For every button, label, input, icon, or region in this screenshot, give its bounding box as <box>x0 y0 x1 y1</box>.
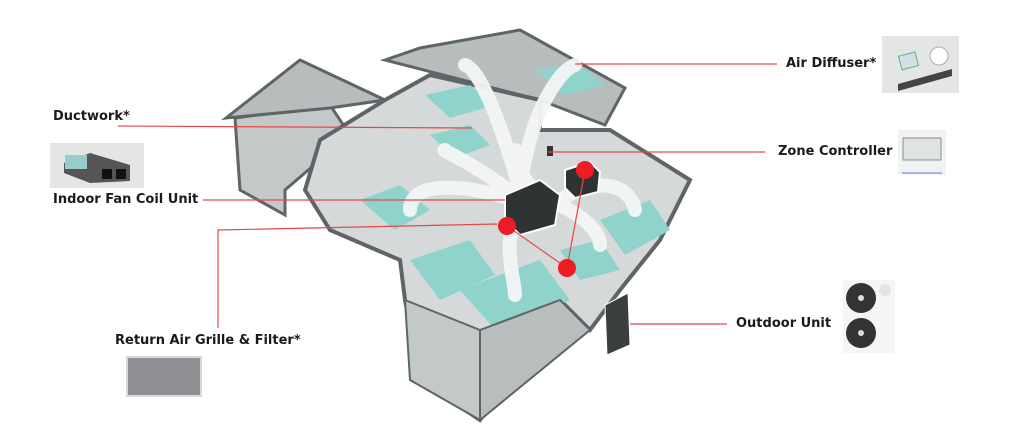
air-diffuser-image <box>882 36 959 93</box>
ductwork-label: Ductwork* <box>53 109 130 124</box>
return-air-grille-label: Return Air Grille & Filter* <box>115 333 301 348</box>
ductwork-leader-line <box>117 125 473 129</box>
indoor-fan-coil-unit-label: Indoor Fan Coil Unit <box>53 192 199 207</box>
air-diffuser-label: Air Diffuser* <box>786 56 877 71</box>
indoor-fan-coil-unit-image <box>50 143 144 188</box>
marker-dot <box>498 217 516 235</box>
outdoor-unit-label: Outdoor Unit <box>736 316 832 331</box>
house-illustration <box>221 28 693 423</box>
zone-controller-image <box>898 130 946 175</box>
return-air-grille-image <box>126 356 202 397</box>
marker-dot <box>576 161 594 179</box>
marker-dot <box>558 259 576 277</box>
refrigerant-line <box>566 169 586 269</box>
return-air-leader-line <box>217 223 498 328</box>
refrigerant-line <box>506 225 568 269</box>
outdoor-unit-image <box>843 280 895 353</box>
zone-controller-label: Zone Controller <box>778 144 893 159</box>
